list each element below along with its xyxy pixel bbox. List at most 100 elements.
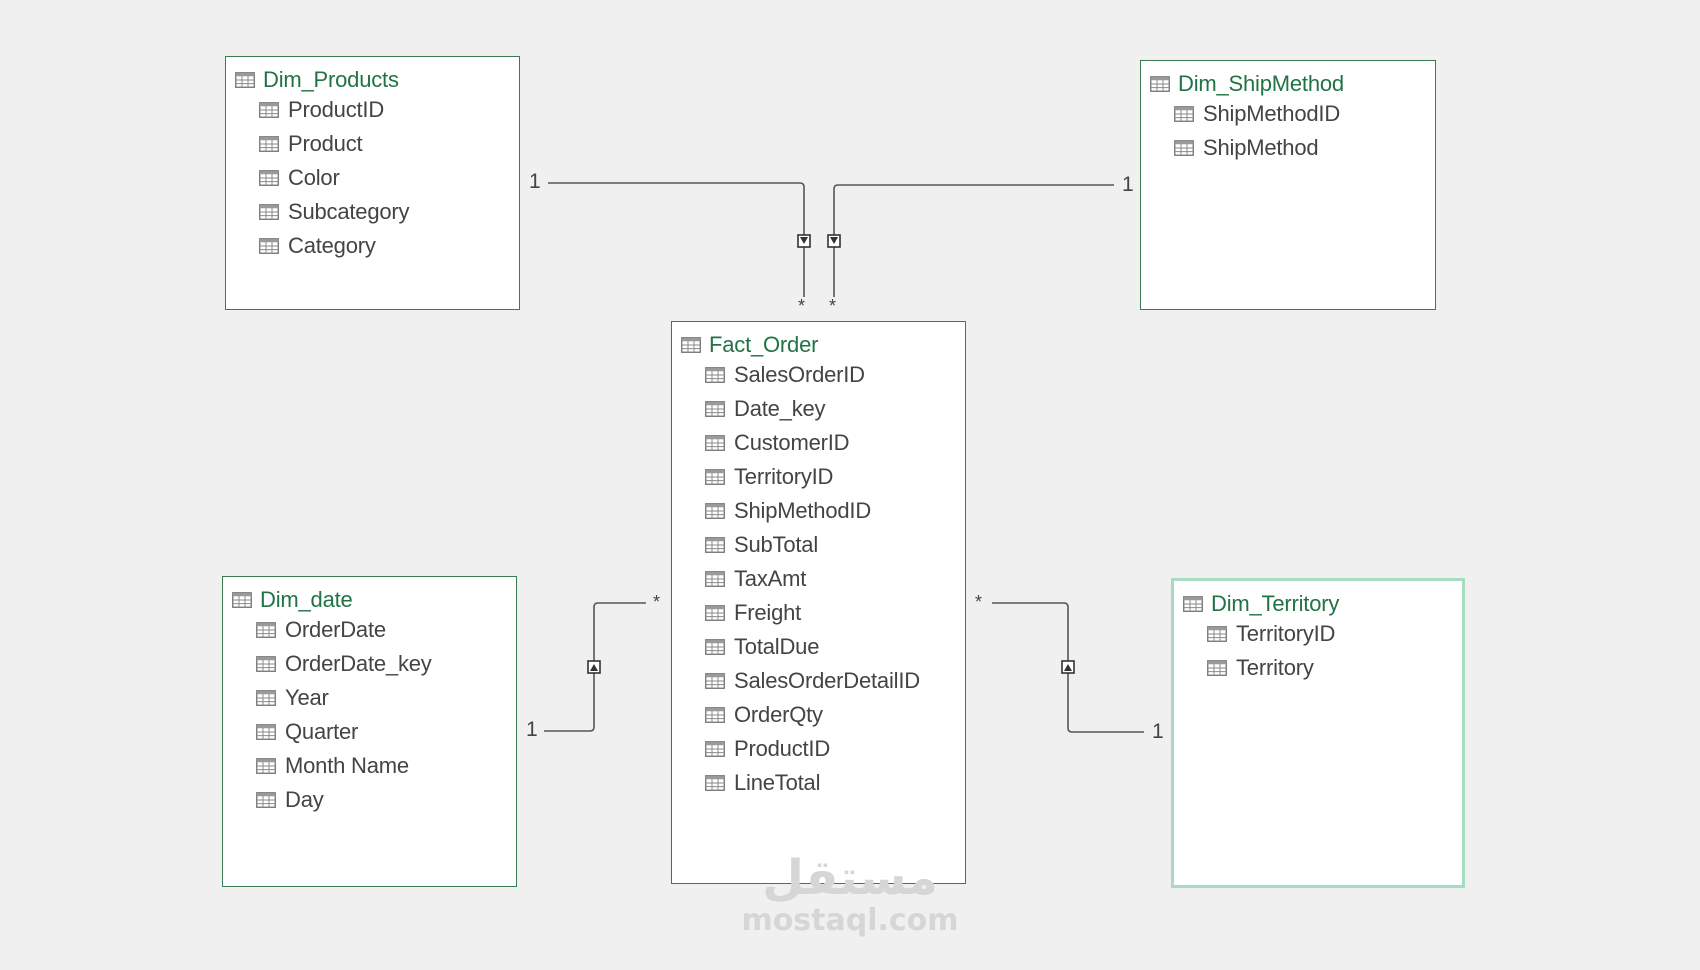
field-name: Subcategory — [288, 199, 410, 224]
field-row[interactable]: Year — [256, 681, 516, 715]
watermark-logo-text: مستقل — [762, 850, 938, 906]
field-row[interactable]: Territory — [1207, 651, 1462, 685]
field-name: Product — [288, 131, 363, 156]
field-grid-icon — [1174, 106, 1194, 122]
field-grid-icon — [259, 170, 279, 186]
field-grid-icon — [256, 622, 276, 638]
cardinality-one-products: 1 — [529, 170, 541, 193]
cardinality-one-shipmethod: 1 — [1122, 173, 1134, 196]
field-row[interactable]: Category — [259, 229, 519, 263]
field-row[interactable]: Color — [259, 161, 519, 195]
field-row[interactable]: TotalDue — [705, 630, 965, 664]
field-grid-icon — [705, 469, 725, 485]
field-grid-icon — [705, 537, 725, 553]
field-grid-icon — [705, 775, 725, 791]
relationship-line-territory — [992, 602, 1144, 733]
field-name: TerritoryID — [734, 464, 834, 489]
field-row[interactable]: OrderDate — [256, 613, 516, 647]
field-row[interactable]: ProductID — [705, 732, 965, 766]
field-grid-icon — [705, 673, 725, 689]
field-name: LineTotal — [734, 770, 821, 795]
table-header[interactable]: Dim_date — [223, 577, 516, 613]
field-grid-icon — [256, 656, 276, 672]
field-grid-icon — [705, 741, 725, 757]
field-row[interactable]: CustomerID — [705, 426, 965, 460]
field-row[interactable]: SalesOrderID — [705, 358, 965, 392]
relationship-line-date — [544, 602, 646, 732]
field-row[interactable]: Quarter — [256, 715, 516, 749]
field-name: Freight — [734, 600, 802, 625]
field-name: OrderQty — [734, 702, 823, 727]
field-row[interactable]: Date_key — [705, 392, 965, 426]
table-grid-icon — [232, 591, 252, 608]
cardinality-many-date: * — [653, 592, 661, 612]
field-grid-icon — [705, 367, 725, 383]
field-grid-icon — [256, 792, 276, 808]
field-row[interactable]: Month Name — [256, 749, 516, 783]
field-row[interactable]: LineTotal — [705, 766, 965, 800]
field-grid-icon — [256, 758, 276, 774]
field-row[interactable]: ShipMethodID — [705, 494, 965, 528]
field-name: Color — [288, 165, 340, 190]
table-header[interactable]: Fact_Order — [672, 322, 965, 358]
table-grid-icon — [1150, 75, 1170, 92]
table-header[interactable]: Dim_Products — [226, 57, 519, 93]
table-header[interactable]: Dim_Territory — [1174, 581, 1462, 617]
table-header[interactable]: Dim_ShipMethod — [1141, 61, 1435, 97]
field-row[interactable]: OrderDate_key — [256, 647, 516, 681]
field-name: TaxAmt — [734, 566, 807, 591]
field-grid-icon — [705, 401, 725, 417]
relationship-line-shipmethod — [833, 184, 1114, 297]
table-title: Dim_Products — [263, 66, 399, 92]
field-row[interactable]: TerritoryID — [1207, 617, 1462, 651]
field-name: Quarter — [285, 719, 359, 744]
field-name: TotalDue — [734, 634, 820, 659]
cardinality-one-date: 1 — [526, 718, 538, 741]
field-name: SalesOrderID — [734, 362, 865, 387]
field-row[interactable]: TaxAmt — [705, 562, 965, 596]
cardinality-many-shipmethod: * — [829, 296, 837, 316]
field-row[interactable]: Freight — [705, 596, 965, 630]
field-name: Year — [285, 685, 329, 710]
field-name: Day — [285, 787, 324, 812]
table-title: Dim_Territory — [1211, 590, 1340, 616]
field-name: Date_key — [734, 396, 826, 421]
field-grid-icon — [1207, 660, 1227, 676]
field-row[interactable]: SubTotal — [705, 528, 965, 562]
table-grid-icon — [235, 71, 255, 88]
cardinality-many-products: * — [798, 296, 806, 316]
field-row[interactable]: SalesOrderDetailID — [705, 664, 965, 698]
field-grid-icon — [256, 724, 276, 740]
relationship-line-products — [548, 182, 805, 297]
field-row[interactable]: Subcategory — [259, 195, 519, 229]
field-name: OrderDate_key — [285, 651, 432, 676]
field-grid-icon — [259, 204, 279, 220]
field-name: SubTotal — [734, 532, 819, 557]
cardinality-one-territory: 1 — [1152, 720, 1164, 743]
field-row[interactable]: ShipMethodID — [1174, 97, 1435, 131]
field-grid-icon — [256, 690, 276, 706]
field-name: Month Name — [285, 753, 409, 778]
field-row[interactable]: Day — [256, 783, 516, 817]
field-grid-icon — [259, 102, 279, 118]
field-row[interactable]: OrderQty — [705, 698, 965, 732]
field-name: CustomerID — [734, 430, 850, 455]
field-name: ShipMethodID — [734, 498, 872, 523]
field-row[interactable]: ProductID — [259, 93, 519, 127]
field-row[interactable]: TerritoryID — [705, 460, 965, 494]
watermark-url: mostaql.com — [741, 903, 959, 938]
field-row[interactable]: Product — [259, 127, 519, 161]
field-grid-icon — [705, 605, 725, 621]
field-row[interactable]: ShipMethod — [1174, 131, 1435, 165]
field-grid-icon — [705, 639, 725, 655]
